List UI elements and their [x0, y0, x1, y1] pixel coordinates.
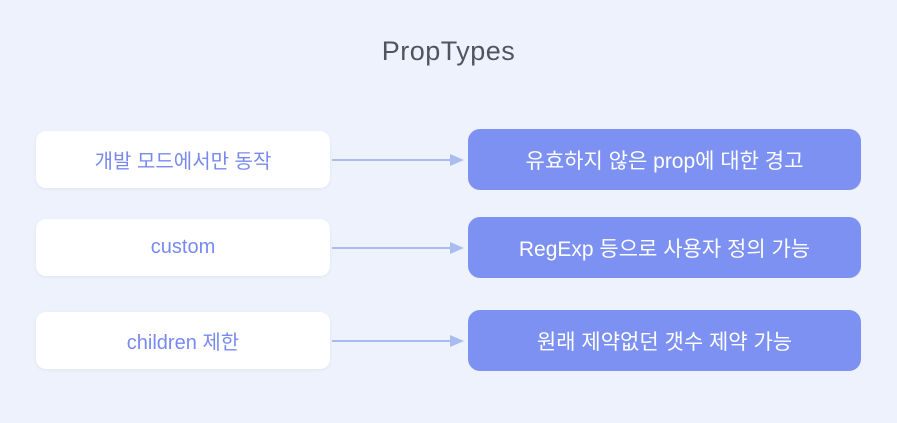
- arrow-right-icon: [332, 241, 464, 254]
- result-node-label: 유효하지 않은 prop에 대한 경고: [525, 149, 804, 173]
- source-node-label: custom: [150, 236, 216, 258]
- result-node-label: RegExp 등으로 사용자 정의 가능: [518, 237, 811, 261]
- result-node: 원래 제약없던 갯수 제약 가능: [468, 310, 861, 371]
- source-node: custom: [36, 219, 330, 276]
- diagram-row: custom RegExp 등으로 사용자 정의 가능: [0, 217, 897, 278]
- diagram-title: PropTypes: [381, 36, 516, 66]
- result-node: RegExp 등으로 사용자 정의 가능: [468, 217, 861, 278]
- source-node-label: children 제한: [126, 332, 240, 354]
- diagram-row: 개발 모드에서만 동작 유효하지 않은 prop에 대한 경고: [0, 129, 897, 190]
- source-node: children 제한: [36, 312, 330, 369]
- result-node-label: 원래 제약없던 갯수 제약 가능: [536, 330, 793, 354]
- arrow-right-icon: [332, 153, 464, 166]
- arrow-right-icon: [332, 334, 464, 347]
- source-node: 개발 모드에서만 동작: [36, 131, 330, 188]
- diagram-row: children 제한 원래 제약없던 갯수 제약 가능: [0, 310, 897, 371]
- source-node-label: 개발 모드에서만 동작: [94, 151, 272, 173]
- result-node: 유효하지 않은 prop에 대한 경고: [468, 129, 861, 190]
